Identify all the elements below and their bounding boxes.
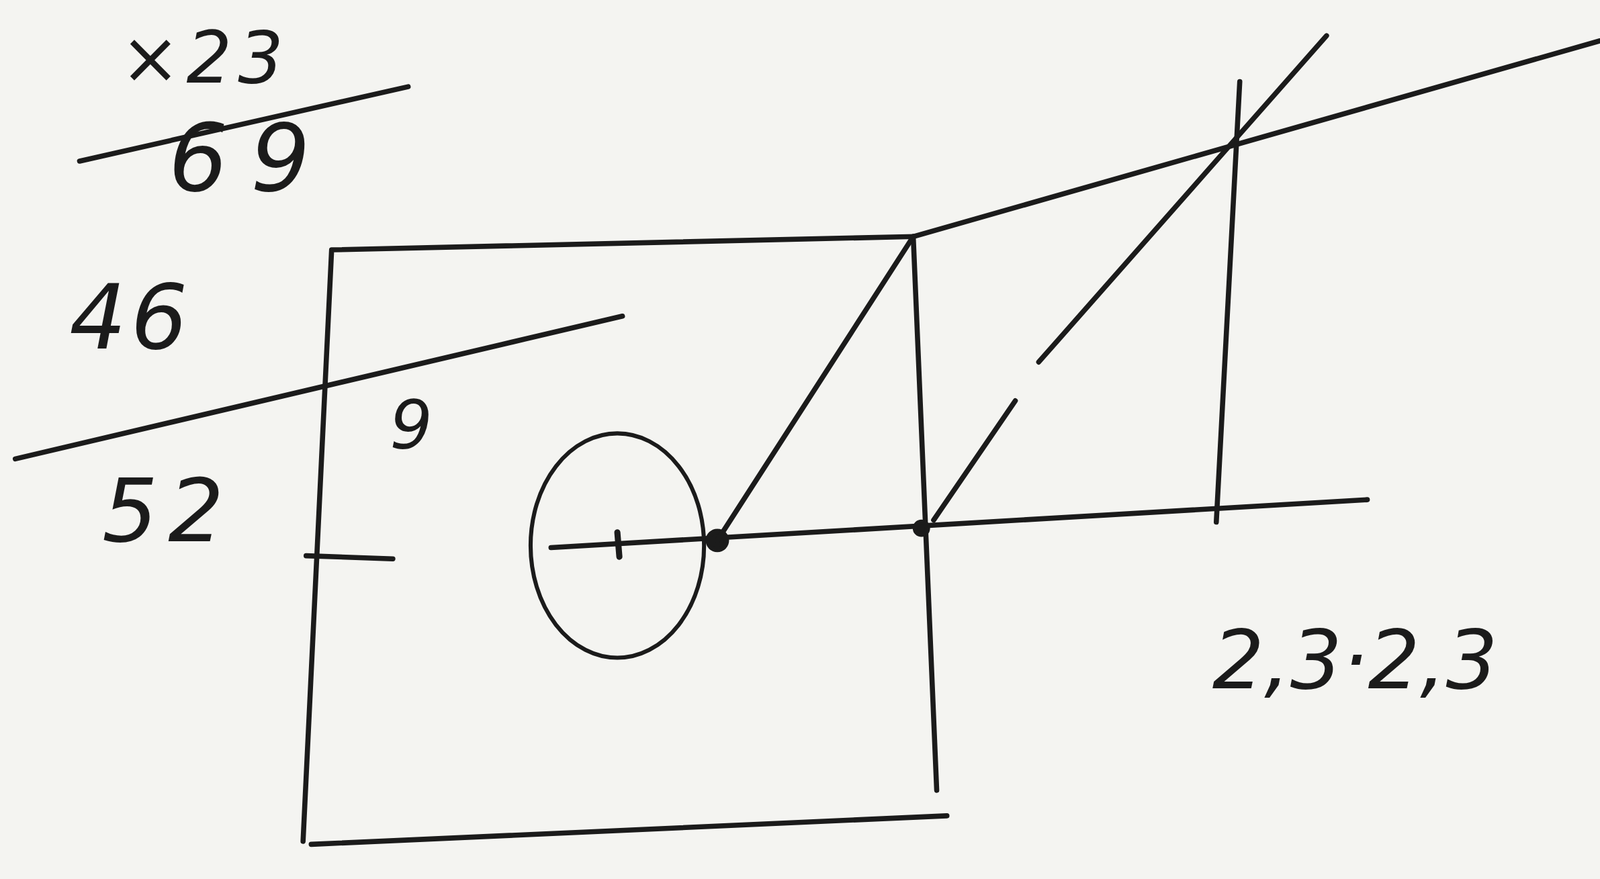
center-mark <box>617 532 620 557</box>
handwritten-number: 52 <box>102 467 235 556</box>
handwritten-number: 46 <box>69 273 192 364</box>
parallel-line <box>933 401 1016 521</box>
parallel-line <box>1038 35 1326 363</box>
circle <box>530 433 704 658</box>
point <box>915 522 928 535</box>
handwritten-number: 2,3·2,3 <box>1212 619 1498 702</box>
handwritten-number: 9 <box>389 392 433 461</box>
tick-mark <box>306 556 393 560</box>
extended-line <box>913 40 1600 238</box>
handwritten-number: 69 <box>168 112 334 207</box>
vertical-line <box>1216 81 1240 522</box>
diagonal-line <box>717 236 914 541</box>
handwritten-number: ×23 <box>120 22 290 94</box>
square <box>302 236 948 845</box>
baseline <box>550 499 1367 548</box>
